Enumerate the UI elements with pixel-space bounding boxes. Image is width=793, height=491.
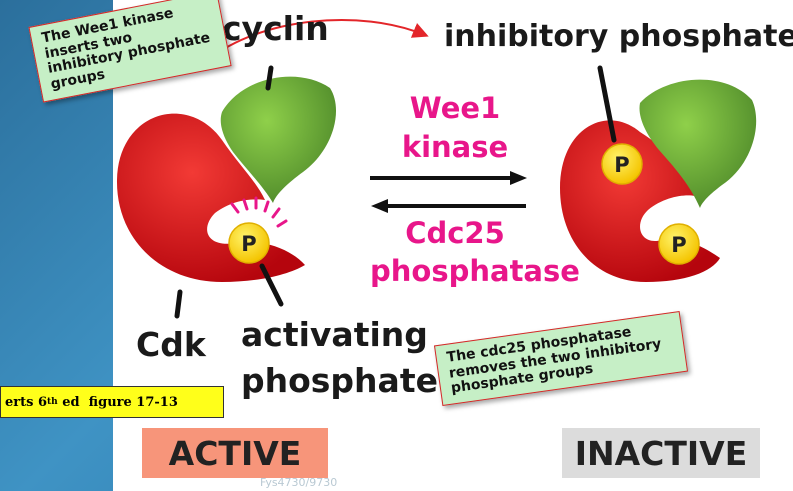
cyclin-active-shape xyxy=(220,76,337,203)
reverse-reaction-arrow xyxy=(371,199,526,213)
active-state-box: ACTIVE xyxy=(142,428,328,478)
citation-superscript: th xyxy=(47,397,58,407)
forward-reaction-arrow xyxy=(370,171,527,185)
inhibitory-phosphate-bottom: P xyxy=(658,223,700,265)
activating-phosphate-label-line1: activating xyxy=(241,315,428,354)
cyclin-leader-line xyxy=(265,65,274,91)
activation-burst-lines xyxy=(230,196,288,228)
phosphate-symbol: P xyxy=(614,153,629,177)
phosphate-symbol: P xyxy=(241,232,256,256)
citation-suffix: ed figure 17-13 xyxy=(57,394,178,410)
inhibitory-phosphate-leader-line xyxy=(597,65,617,143)
cyclin-label: cyclin xyxy=(222,9,329,48)
inactive-state-box: INACTIVE xyxy=(562,428,760,478)
wee1-label: Wee1 xyxy=(409,91,501,125)
footer-course-code: Fys4730/9730 xyxy=(260,476,338,489)
phosphate-symbol: P xyxy=(671,233,686,257)
cdk-active-shape xyxy=(116,113,305,282)
annotation-arrow xyxy=(207,18,429,61)
inhibitory-phosphate-label: inhibitory phosphate xyxy=(444,19,793,54)
activating-phosphate-leader-line xyxy=(259,263,284,307)
leader-lines xyxy=(174,65,617,319)
cyclin-inactive-shape xyxy=(639,79,757,208)
cdk-label: Cdk xyxy=(136,325,206,364)
activating-phosphate: P xyxy=(228,222,270,264)
citation-prefix: erts 6 xyxy=(5,394,48,410)
cdk-leader-line xyxy=(174,289,183,319)
inactive-state-label: INACTIVE xyxy=(574,433,748,473)
activating-phosphate-label-line2: phosphate xyxy=(241,361,438,400)
kinase-label: kinase xyxy=(401,130,509,164)
active-state-label: ACTIVE xyxy=(168,433,302,473)
phosphatase-label: phosphatase xyxy=(370,254,580,288)
cdc25-label: Cdc25 xyxy=(405,216,505,250)
inhibitory-phosphate-top: P xyxy=(601,143,643,185)
